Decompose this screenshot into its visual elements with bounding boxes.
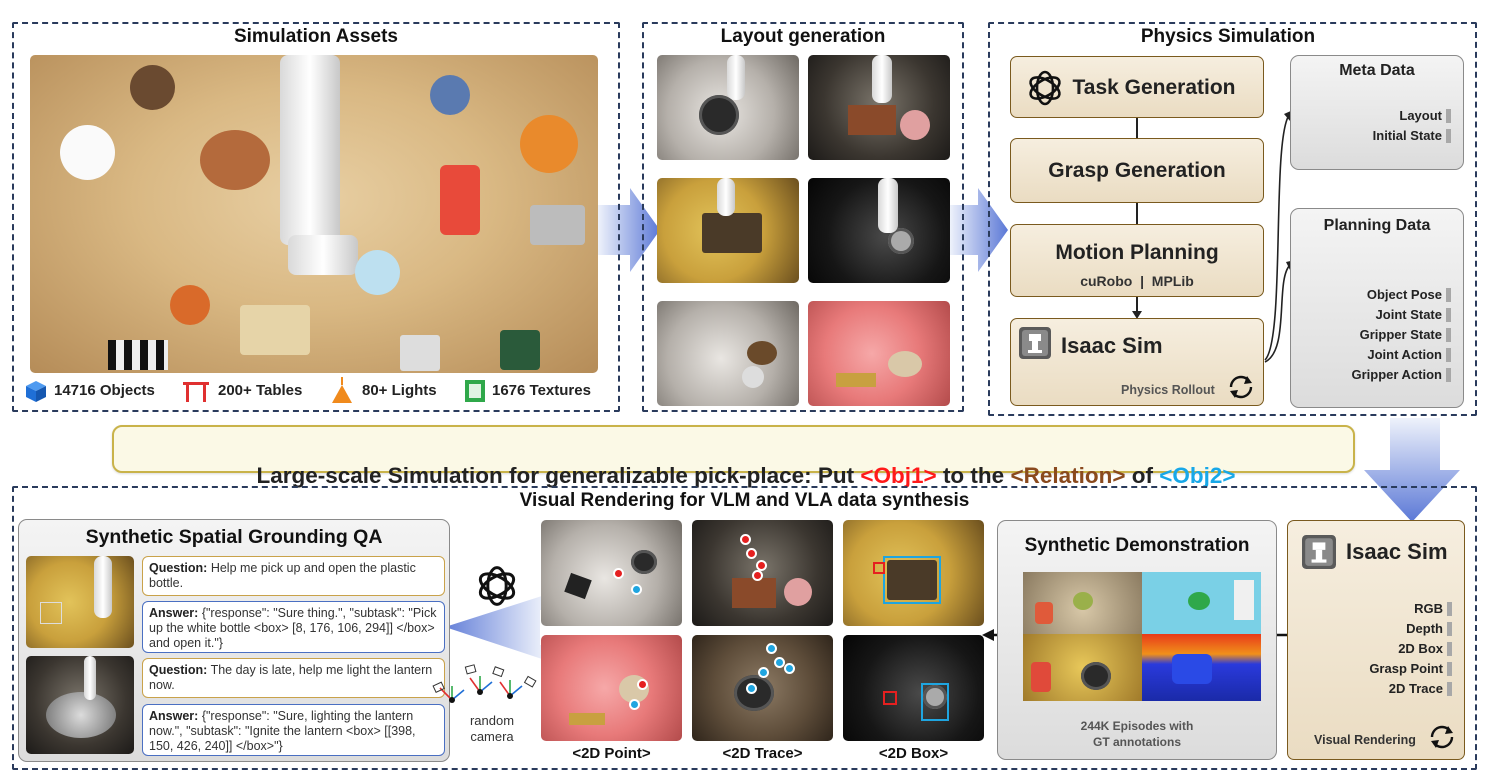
layout-image-2 bbox=[808, 55, 950, 160]
banner-relation: <Relation> bbox=[1010, 463, 1126, 488]
planning-data-item: Joint State bbox=[1376, 307, 1451, 322]
arrow-render-to-qa bbox=[445, 595, 545, 660]
planning-data-title: Planning Data bbox=[1323, 217, 1431, 234]
task-banner-text: Large-scale Simulation for generalizable… bbox=[114, 437, 1353, 515]
demo-footer-1: 244K Episodes with bbox=[1080, 719, 1194, 733]
stat-lights: 80+ Lights bbox=[362, 382, 437, 399]
render-output-item: Depth bbox=[1406, 621, 1452, 636]
qa-answer-1: Answer: {"response": "Sure thing.", "sub… bbox=[142, 601, 445, 653]
render-output-item: 2D Trace bbox=[1389, 681, 1452, 696]
caption-2d-box: <2D Box> bbox=[878, 745, 949, 762]
render-output-item: Grasp Point bbox=[1369, 661, 1452, 676]
render-output-item: 2D Box bbox=[1398, 641, 1452, 656]
table-icon bbox=[183, 382, 209, 402]
demo-title: Synthetic Demonstration bbox=[1024, 535, 1250, 556]
arrow-assets-to-layout bbox=[598, 188, 660, 272]
motion-planning-label: Motion Planning bbox=[1055, 241, 1219, 264]
trace-image-1 bbox=[692, 520, 833, 626]
qa-question-1: Question: Help me pick up and open the p… bbox=[142, 556, 445, 596]
planning-data-item: Gripper Action bbox=[1351, 367, 1451, 382]
stat-textures: 1676 Textures bbox=[492, 382, 591, 399]
task-generation-label: Task Generation bbox=[1072, 76, 1236, 99]
layout-image-6 bbox=[808, 301, 950, 406]
demo-footer-2: GT annotations bbox=[1093, 735, 1181, 749]
planning-data-item: Gripper State bbox=[1360, 327, 1451, 342]
layout-image-1 bbox=[657, 55, 799, 160]
planning-data-item: Joint Action bbox=[1367, 347, 1451, 362]
grasp-generation-box: Grasp Generation bbox=[1010, 138, 1264, 203]
lamp-icon bbox=[332, 377, 352, 403]
meta-data-panel: Meta Data Layout Initial State bbox=[1290, 55, 1464, 170]
banner-obj2: <Obj2> bbox=[1159, 463, 1236, 488]
banner-mid1: to the bbox=[936, 463, 1011, 488]
arrow-physics-to-isaac bbox=[1364, 418, 1460, 522]
banner-prefix: Large-scale Simulation for generalizable… bbox=[256, 463, 861, 488]
isaac-sim-physics-box: Isaac Sim Physics Rollout bbox=[1010, 318, 1264, 406]
openai-logo-icon bbox=[1029, 70, 1061, 106]
isaac-sim-icon bbox=[1019, 327, 1051, 359]
layout-title: Layout generation bbox=[720, 26, 886, 47]
physics-title: Physics Simulation bbox=[1140, 26, 1316, 47]
spatial-qa-title: Synthetic Spatial Grounding QA bbox=[85, 526, 383, 548]
planning-data-item: Object Pose bbox=[1367, 287, 1451, 302]
render-output-item: RGB bbox=[1414, 601, 1452, 616]
caption-2d-point: <2D Point> bbox=[572, 745, 651, 762]
layout-panel bbox=[642, 22, 964, 412]
task-banner: Large-scale Simulation for generalizable… bbox=[112, 425, 1355, 488]
layout-image-3 bbox=[657, 178, 799, 283]
isaac-sim-label: Isaac Sim bbox=[1061, 333, 1163, 358]
qa-answer-2: Answer: {"response": "Sure, lighting the… bbox=[142, 704, 445, 756]
trace-image-2 bbox=[692, 635, 833, 741]
refresh-icon bbox=[1229, 375, 1253, 399]
qa-image-2 bbox=[26, 656, 134, 754]
cube-icon bbox=[26, 381, 46, 402]
isaac-sim-icon bbox=[1302, 535, 1336, 569]
assets-panel bbox=[12, 22, 620, 412]
refresh-icon bbox=[1430, 725, 1454, 749]
isaac-sim-render-title: Isaac Sim bbox=[1346, 539, 1448, 564]
visual-rendering-label: Visual Rendering bbox=[1314, 733, 1416, 747]
demo-scene-image bbox=[1023, 634, 1142, 701]
stat-tables: 200+ Tables bbox=[218, 382, 303, 399]
arrow-layout-to-physics bbox=[950, 188, 1008, 272]
layout-image-4 bbox=[808, 178, 950, 283]
planners-label: cuRobo | MPLib bbox=[1080, 273, 1194, 289]
caption-2d-trace: <2D Trace> bbox=[722, 745, 803, 762]
assets-title: Simulation Assets bbox=[233, 26, 398, 47]
stat-objects: 14716 Objects bbox=[54, 382, 155, 399]
rendering-title: Visual Rendering for VLM and VLA data sy… bbox=[519, 490, 970, 511]
task-generation-box: Task Generation bbox=[1010, 56, 1264, 118]
point-image-1 bbox=[541, 520, 682, 626]
meta-data-item: Initial State bbox=[1373, 128, 1451, 143]
qa-question-2: Question: The day is late, help me light… bbox=[142, 658, 445, 698]
isaac-sim-render-panel: Isaac Sim RGB Depth 2D Box Grasp Point 2… bbox=[1287, 520, 1465, 760]
motion-planning-box: Motion Planning cuRobo | MPLib bbox=[1010, 224, 1264, 297]
demo-segmentation-image bbox=[1142, 572, 1261, 634]
demo-rgb-image bbox=[1023, 572, 1142, 634]
camera-label-random: random bbox=[469, 713, 515, 728]
rendering-panel bbox=[12, 486, 1477, 770]
assets-stats-row: 14716 Objects 200+ Tables 80+ Lights 167… bbox=[22, 377, 620, 405]
box-image-1 bbox=[843, 520, 984, 626]
demo-depth-image bbox=[1142, 634, 1261, 701]
point-image-2 bbox=[541, 635, 682, 741]
banner-obj1: <Obj1> bbox=[860, 463, 937, 488]
camera-cluster-icon bbox=[432, 664, 537, 703]
layout-image-5 bbox=[657, 301, 799, 406]
grasp-generation-label: Grasp Generation bbox=[1048, 159, 1226, 182]
assets-collage-image bbox=[30, 55, 598, 373]
physics-panel bbox=[988, 22, 1477, 416]
texture-icon bbox=[465, 380, 485, 402]
planning-data-panel: Planning Data Object Pose Joint State Gr… bbox=[1290, 208, 1464, 408]
openai-logo-icon bbox=[478, 566, 516, 606]
meta-data-title: Meta Data bbox=[1339, 62, 1415, 79]
camera-label-camera: camera bbox=[470, 729, 514, 744]
box-image-2 bbox=[843, 635, 984, 741]
banner-mid2: of bbox=[1125, 463, 1160, 488]
physics-rollout-label: Physics Rollout bbox=[1121, 383, 1215, 397]
meta-data-item: Layout bbox=[1399, 108, 1451, 123]
qa-image-1 bbox=[26, 556, 134, 648]
